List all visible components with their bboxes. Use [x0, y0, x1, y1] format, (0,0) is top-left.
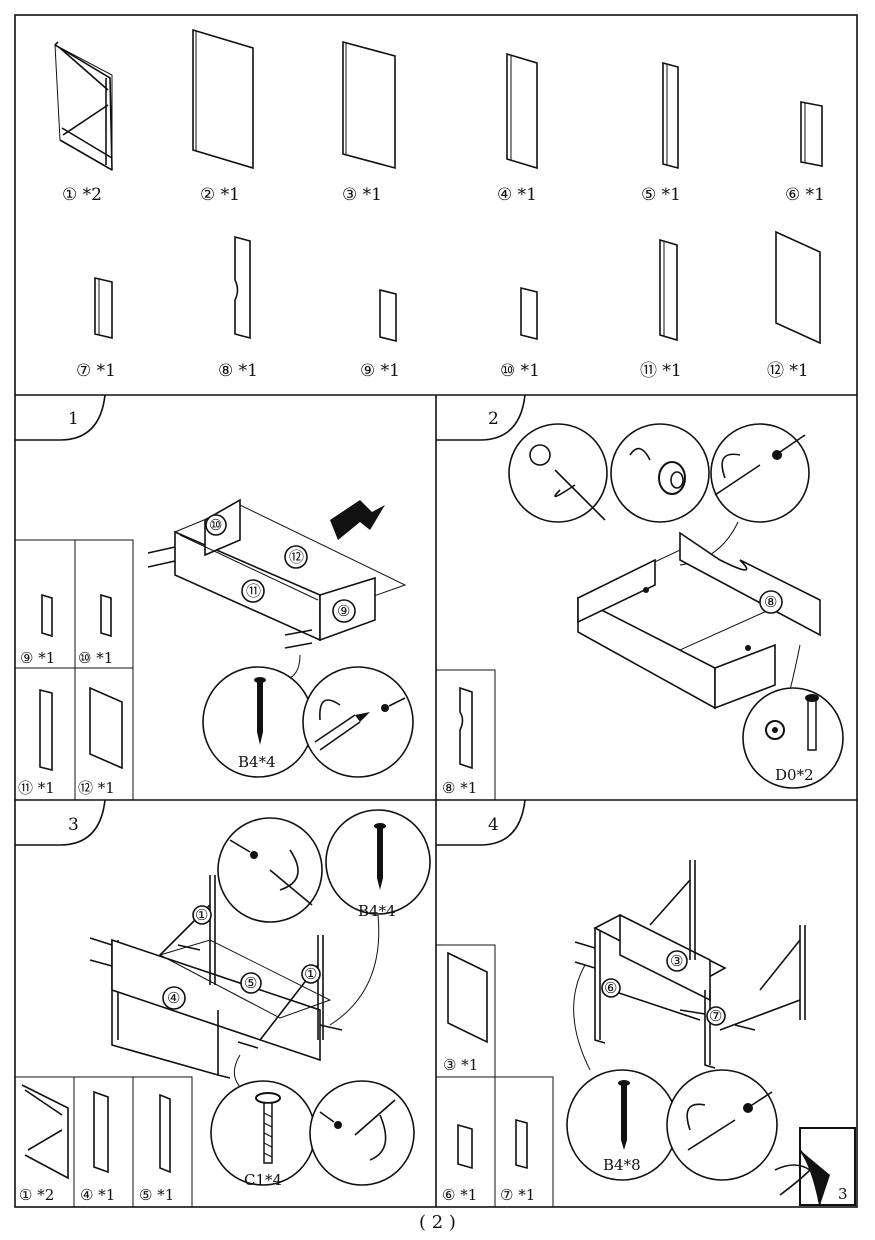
step-3-tool-bubble-bottom — [309, 1080, 415, 1186]
part-label-1: ① *2 — [62, 185, 102, 205]
screwdriver-icon — [714, 434, 806, 496]
step-4-number: 4 — [488, 815, 499, 835]
step-2-hardware-label: D0*2 — [775, 766, 814, 784]
step-1-part-label: ⑩ *1 — [78, 649, 113, 667]
svg-text:⑦: ⑦ — [709, 1007, 722, 1025]
part-10-panel-drawing — [520, 286, 538, 341]
step-2-parts-box — [435, 669, 496, 801]
part-1-frame-drawing — [54, 41, 113, 171]
part-label-11: ⑪ *1 — [640, 361, 682, 381]
screwdriver-icon — [319, 1099, 396, 1161]
part-4-panel-drawing — [506, 52, 538, 170]
step-1-hardware-label: B4*4 — [238, 753, 276, 771]
step-3: 3 B4*4 — [14, 799, 431, 1208]
step-1-part-label: ⑫ *1 — [78, 779, 115, 797]
step-3-part-label: ④ *1 — [80, 1186, 115, 1204]
svg-text:④: ④ — [167, 989, 180, 1007]
step-3-parts-box — [14, 1076, 193, 1208]
part-12-panel-drawing — [775, 230, 821, 345]
step-4: 4 ③ ⑥ ⑦ — [435, 799, 856, 1208]
step-1-parts-box — [14, 539, 134, 801]
step-1-tab — [15, 394, 106, 441]
step-2-screwdriver-bubble — [710, 423, 810, 523]
step-4-tool-bubble — [666, 1069, 778, 1181]
callout-10 — [205, 514, 227, 536]
step-2: 2 ⑧ — [435, 394, 844, 801]
cam-bolt-icon — [765, 694, 819, 751]
part-label-7: ⑦ *1 — [76, 361, 116, 381]
svg-text:①: ① — [195, 906, 208, 924]
turn-page-icon[interactable]: 3 — [774, 1127, 856, 1206]
svg-text:⑫: ⑫ — [289, 548, 304, 566]
step-1-assembly-drawing: ⑩ ⑫ ⑪ ⑨ — [147, 498, 407, 649]
step-1: 1 ⑨ *1 ⑩ *1 ⑪ *1 ⑫ *1 ⑩ — [14, 394, 414, 801]
step-3-part-label: ① *2 — [19, 1186, 54, 1204]
step-2-tab — [436, 394, 526, 441]
step-2-assembly-drawing: ⑧ — [576, 531, 821, 710]
step-1-part-label: ⑪ *1 — [18, 779, 55, 797]
part-label-5: ⑤ *1 — [641, 185, 681, 205]
part-label-12: ⑫ *1 — [767, 361, 809, 381]
step-4-tab — [436, 799, 526, 846]
step-4-hardware-label: B4*8 — [603, 1156, 641, 1174]
step-1-part-label: ⑨ *1 — [20, 649, 55, 667]
screwdriver-icon — [314, 697, 406, 751]
svg-text:⑨: ⑨ — [337, 602, 350, 620]
svg-text:①: ① — [304, 965, 317, 983]
part-label-10: ⑩ *1 — [500, 361, 540, 381]
screwdriver-icon — [686, 1091, 773, 1151]
step-3-part-label: ⑤ *1 — [139, 1186, 174, 1204]
cam-lock-icon — [529, 444, 606, 521]
svg-text:③: ③ — [670, 952, 683, 970]
part-label-2: ② *1 — [200, 185, 240, 205]
step-3-hardware-label: B4*4 — [358, 902, 396, 920]
part-9-panel-drawing — [379, 288, 397, 343]
screw-icon — [254, 677, 266, 745]
step-3-assembly-drawing: ① ① ⑤ ④ — [89, 875, 343, 1079]
step-1-tool-bubble — [302, 666, 414, 778]
part-11-panel-drawing — [659, 238, 678, 342]
page-number: ( 2 ) — [419, 1212, 456, 1233]
part-label-3: ③ *1 — [342, 185, 382, 205]
bolt-icon — [255, 1092, 281, 1164]
step-2-part-label: ⑧ *1 — [442, 779, 477, 797]
callout-9 — [332, 599, 356, 623]
step-3-tab — [15, 799, 106, 846]
svg-text:⑧: ⑧ — [764, 593, 777, 611]
part-5-panel-drawing — [662, 61, 679, 170]
step-2-number: 2 — [488, 409, 499, 429]
callout-11 — [241, 579, 265, 603]
svg-text:⑪: ⑪ — [246, 582, 261, 600]
part-2-panel-drawing — [192, 28, 254, 170]
step-4-part-label: ⑦ *1 — [500, 1186, 535, 1204]
step-1-number: 1 — [68, 409, 79, 429]
part-3-panel-drawing — [342, 40, 396, 170]
step-4-part-label: ⑥ *1 — [442, 1186, 477, 1204]
next-page-number: 3 — [838, 1185, 848, 1203]
callout-12 — [284, 545, 308, 569]
svg-text:⑩: ⑩ — [209, 516, 222, 534]
svg-text:⑥: ⑥ — [604, 979, 617, 997]
part-label-4: ④ *1 — [497, 185, 537, 205]
parts-labels: ① *2 ② *1 ③ *1 ④ *1 ⑤ *1 ⑥ *1 ⑦ *1 ⑧ *1 … — [62, 185, 825, 381]
step-4-assembly-drawing: ③ ⑥ ⑦ — [574, 860, 806, 1069]
part-label-6: ⑥ *1 — [785, 185, 825, 205]
cam-lock-icon — [629, 447, 686, 495]
screw-icon — [374, 823, 386, 890]
step-3-number: 3 — [68, 815, 79, 835]
step-4-part-label: ③ *1 — [443, 1056, 478, 1074]
screwdriver-icon — [229, 839, 313, 906]
part-7-panel-drawing — [94, 276, 113, 340]
part-8-panel-drawing — [234, 235, 251, 340]
svg-text:⑤: ⑤ — [244, 974, 257, 992]
part-6-panel-drawing — [800, 101, 823, 167]
step-2-hardware-bubble — [742, 687, 844, 789]
step-3-hardware-label-bottom: C1*4 — [244, 1171, 282, 1189]
part-label-8: ⑧ *1 — [218, 361, 258, 381]
parts-list — [54, 28, 823, 345]
screw-icon — [618, 1080, 630, 1150]
part-label-9: ⑨ *1 — [360, 361, 400, 381]
